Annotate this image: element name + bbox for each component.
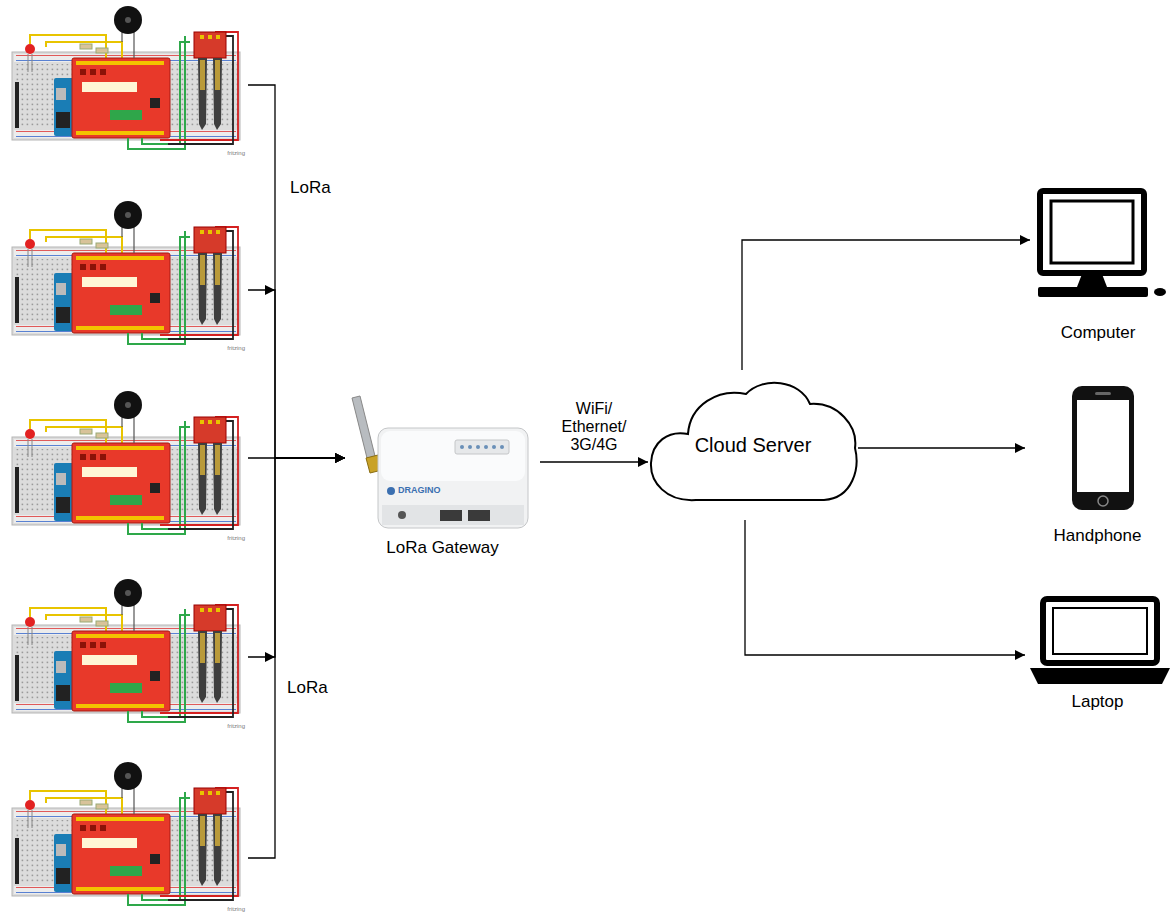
gateway-illustration bbox=[382, 505, 524, 525]
sensor-node: fritzing bbox=[10, 2, 248, 157]
link-label: LoRa bbox=[287, 678, 328, 698]
sensor-node: fritzing bbox=[10, 758, 248, 913]
gateway-illustration bbox=[440, 510, 462, 521]
handphone-icon bbox=[1095, 392, 1111, 395]
node-label: LoRa Gateway bbox=[386, 538, 498, 558]
sensor-node-illustration bbox=[12, 201, 240, 344]
handphone-icon bbox=[1077, 400, 1129, 492]
gateway-illustration bbox=[468, 510, 490, 521]
connector-arrow bbox=[248, 85, 345, 458]
gateway-illustration bbox=[381, 431, 525, 481]
connector-arrow bbox=[248, 458, 345, 657]
computer-icon bbox=[1038, 287, 1148, 297]
computer-icon bbox=[1077, 274, 1107, 287]
gateway-illustration bbox=[492, 445, 496, 449]
gateway-illustration bbox=[352, 396, 376, 462]
gateway-illustration bbox=[352, 396, 528, 528]
node-label: Laptop bbox=[1072, 692, 1124, 712]
watermark: fritzing bbox=[227, 345, 245, 351]
connector-arrow bbox=[248, 458, 345, 858]
connector-arrow bbox=[248, 290, 345, 458]
edge-label: WiFi/ Ethernet/ 3G/4G bbox=[552, 400, 636, 454]
device-node: Handphone bbox=[1025, 380, 1170, 548]
device-node: Computer bbox=[1030, 185, 1166, 345]
device-node: Laptop bbox=[1025, 592, 1170, 714]
bus-arrowhead bbox=[265, 285, 275, 662]
gateway-illustration bbox=[500, 445, 504, 449]
gateway-illustration bbox=[484, 445, 488, 449]
gateway-illustration bbox=[455, 440, 509, 454]
connector-arrow bbox=[745, 520, 1025, 655]
watermark: fritzing bbox=[227, 723, 245, 729]
gateway-illustration bbox=[378, 428, 528, 528]
connector-arrow bbox=[858, 447, 1025, 448]
laptop-icon bbox=[1053, 608, 1147, 654]
computer-icon bbox=[1154, 288, 1166, 296]
connector-arrow bbox=[540, 461, 648, 462]
node-label: Handphone bbox=[1054, 526, 1142, 546]
node-label: Cloud Server bbox=[695, 433, 812, 457]
gateway-node: LoRa Gateway bbox=[345, 390, 540, 560]
sensor-node: fritzing bbox=[10, 197, 248, 352]
gateway-illustration bbox=[398, 511, 406, 519]
sensor-node-illustration bbox=[12, 391, 240, 534]
watermark: fritzing bbox=[227, 535, 245, 541]
brand-logo: DRAGINO bbox=[398, 485, 441, 495]
computer-icon bbox=[1051, 201, 1133, 263]
sensor-node: fritzing bbox=[10, 575, 248, 730]
computer-icon bbox=[1038, 191, 1166, 297]
sensor-node-illustration bbox=[12, 6, 240, 149]
cloud-outline bbox=[651, 383, 857, 500]
sensor-node-illustration bbox=[12, 6, 240, 905]
watermark: fritzing bbox=[227, 906, 245, 912]
gateway-illustration bbox=[468, 445, 472, 449]
watermark: fritzing bbox=[227, 150, 245, 156]
laptop-icon bbox=[1030, 599, 1170, 684]
laptop-icon bbox=[1043, 599, 1157, 663]
cloud-node: Cloud Server bbox=[648, 370, 858, 520]
sensor-node-illustration bbox=[12, 762, 240, 905]
sensor-node-illustration bbox=[12, 579, 240, 722]
connector-arrow bbox=[742, 240, 1030, 370]
handphone-icon bbox=[1072, 386, 1134, 510]
sensor-node: fritzing bbox=[10, 387, 248, 542]
link-label: LoRa bbox=[290, 178, 331, 198]
gateway-illustration bbox=[476, 445, 480, 449]
gateway-illustration bbox=[387, 487, 395, 495]
node-label: Computer bbox=[1061, 323, 1136, 343]
handphone-icon bbox=[1098, 496, 1108, 506]
gateway-illustration bbox=[460, 445, 464, 449]
handphone-icon bbox=[1072, 386, 1134, 510]
computer-icon bbox=[1040, 191, 1144, 273]
laptop-icon bbox=[1030, 668, 1170, 684]
